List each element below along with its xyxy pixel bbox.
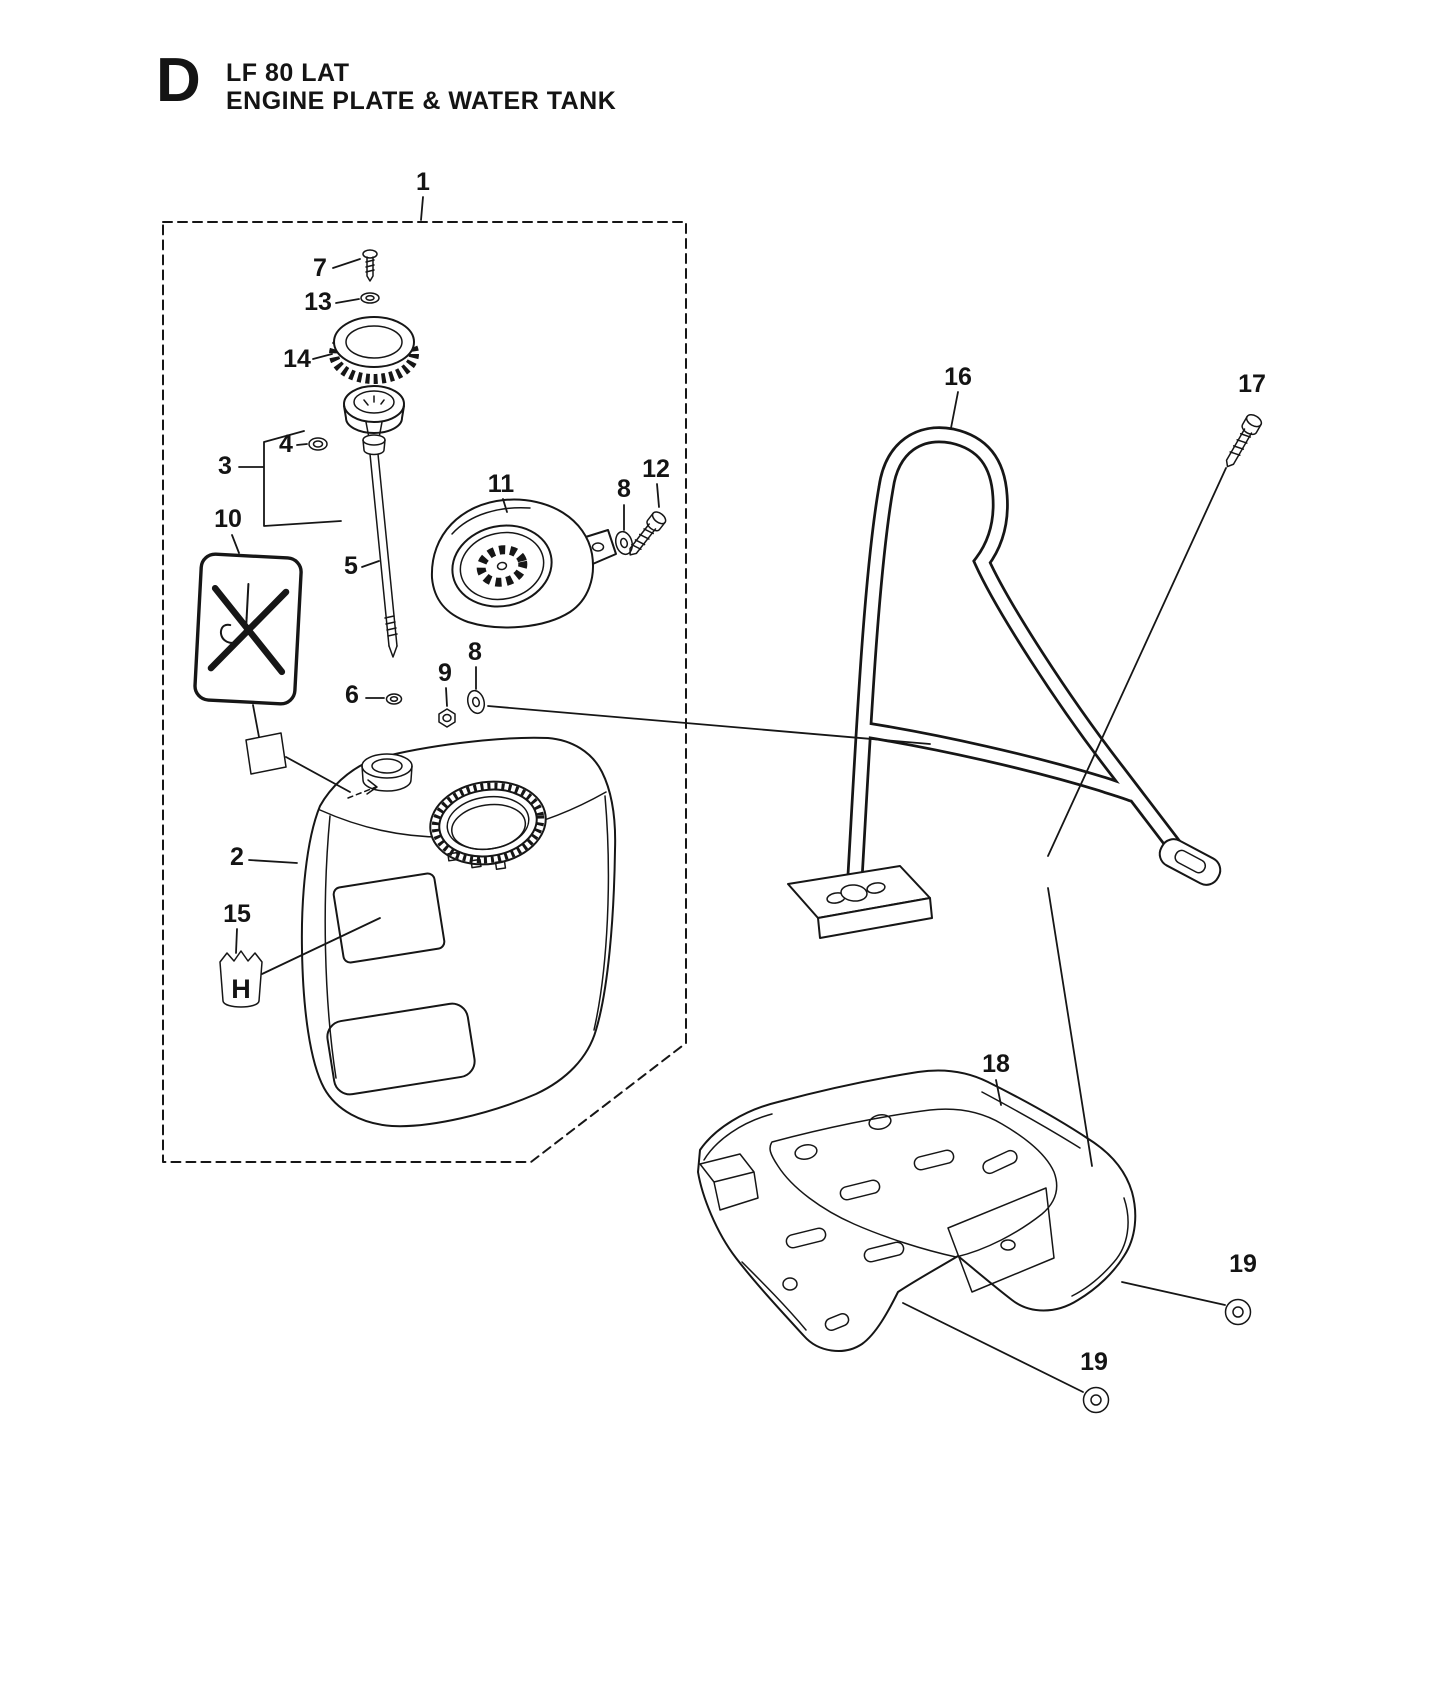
callout-2: 2 xyxy=(230,843,244,871)
part-17-bolt xyxy=(1225,414,1263,468)
callout-11: 11 xyxy=(488,470,515,498)
callout-1: 1 xyxy=(416,168,430,196)
callout-8-lower: 8 xyxy=(468,638,482,666)
position-arrow xyxy=(347,786,377,799)
callout-16: 16 xyxy=(944,363,972,391)
decal-placement-sticker xyxy=(245,732,287,775)
callout-9: 9 xyxy=(438,659,452,687)
tank-lower-recess xyxy=(326,1002,476,1096)
callout-19-right: 19 xyxy=(1229,1250,1257,1278)
part-5-dipstick-tube xyxy=(369,453,398,658)
part-19-washer-bottom xyxy=(1082,1386,1110,1414)
part-10-no-hook-decal xyxy=(193,552,303,706)
frame-right-foot xyxy=(1158,838,1222,886)
callout-14: 14 xyxy=(283,345,311,373)
tank-filler-neck xyxy=(361,753,413,792)
callout-5: 5 xyxy=(344,552,358,580)
callout-3: 3 xyxy=(218,452,232,480)
tank-label-recess xyxy=(332,872,446,964)
callout-6: 6 xyxy=(345,681,359,709)
part-13-washer xyxy=(360,292,380,304)
callout-10: 10 xyxy=(214,505,242,533)
assembly-boundary xyxy=(162,221,687,1163)
callout-19-bottom: 19 xyxy=(1080,1348,1108,1376)
callout-7: 7 xyxy=(313,254,327,282)
model-title: LF 80 LAT xyxy=(226,59,350,87)
leader-lines xyxy=(231,196,1227,1393)
part-4-oring xyxy=(308,437,328,451)
part-6-oring xyxy=(385,693,403,705)
husqvarna-logo-letter: H xyxy=(231,974,251,1004)
part-2-water-tank xyxy=(300,736,617,1128)
callout-18: 18 xyxy=(982,1050,1010,1078)
part-15-logo-decal: H xyxy=(219,950,263,1008)
part-7-screw xyxy=(362,249,378,282)
part-16-handle-frame xyxy=(787,426,1222,939)
part-19-washer-right xyxy=(1224,1298,1252,1326)
callout-17: 17 xyxy=(1238,370,1266,398)
part-18-engine-plate xyxy=(697,1069,1137,1352)
tank-collar-opening xyxy=(429,780,547,871)
callout-12: 12 xyxy=(642,455,670,483)
part-8-washer-upper xyxy=(614,530,634,556)
part-14-tank-cap xyxy=(329,316,419,384)
part-3-gauge-assembly xyxy=(343,385,405,456)
callout-labels: 1 7 13 14 4 3 10 5 11 8 12 6 9 8 2 15 16… xyxy=(214,168,1266,1376)
frame-left-foot xyxy=(787,865,933,939)
part-8-washer-lower xyxy=(466,689,486,715)
callout-13: 13 xyxy=(304,288,332,316)
part-9-nut xyxy=(438,708,456,728)
section-letter: D xyxy=(156,46,201,115)
page-title: ENGINE PLATE & WATER TANK xyxy=(226,87,617,115)
part-11-pump-cover xyxy=(430,498,617,629)
callout-15: 15 xyxy=(223,900,251,928)
callout-8-upper: 8 xyxy=(617,475,631,503)
callout-4: 4 xyxy=(279,430,293,458)
part-12-screw xyxy=(629,511,667,556)
